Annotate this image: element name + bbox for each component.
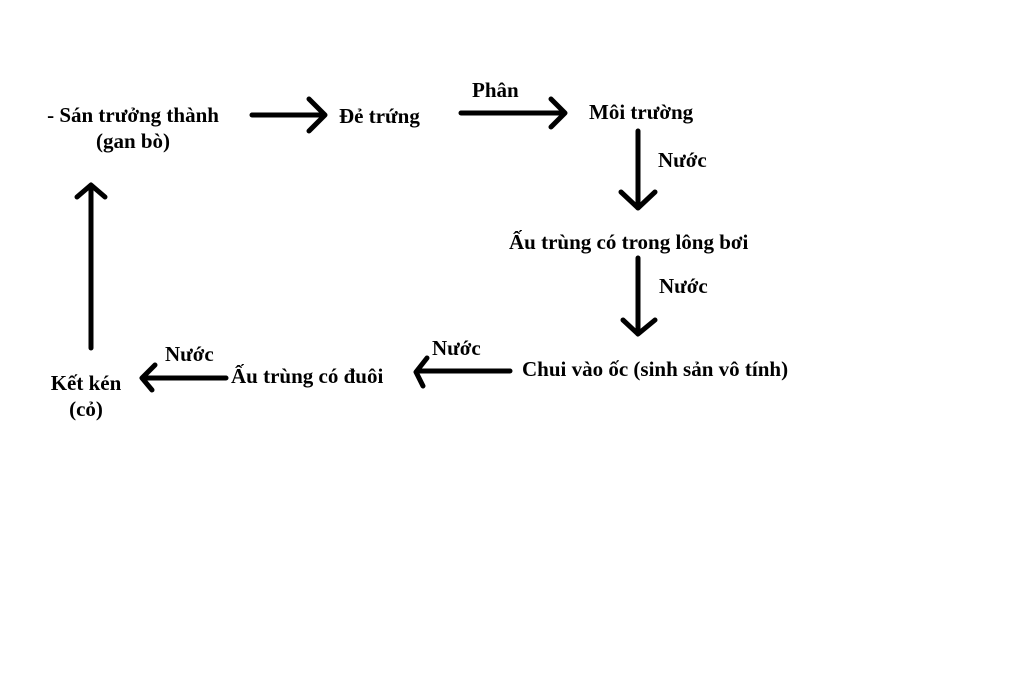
edge-label-miracidium-to-snail: Nước	[659, 274, 708, 298]
node-adult-fluke-line2: (gan bò)	[95, 129, 171, 153]
node-adult-fluke: - Sán trưởng thành (gan bò)	[47, 102, 219, 154]
edge-label-cercaria-to-cyst: Nước	[165, 342, 214, 366]
arrow-snail-to-cercaria	[413, 355, 513, 389]
edge-label-eggs-to-environment: Phân	[472, 78, 519, 102]
edge-label-snail-to-cercaria: Nước	[432, 336, 481, 360]
arrow-environment-to-miracidium	[618, 128, 658, 211]
node-cyst-line2: (cỏ)	[69, 397, 103, 421]
node-cercaria: Ấu trùng có đuôi	[231, 364, 384, 388]
node-eggs: Đẻ trứng	[339, 104, 420, 128]
arrow-adult-to-eggs	[249, 96, 328, 134]
arrow-miracidium-to-snail	[620, 255, 658, 337]
node-snail: Chui vào ốc (sinh sản vô tính)	[522, 357, 789, 381]
node-cyst-line1: Kết kén	[50, 371, 122, 395]
edge-label-environment-to-miracidium: Nước	[658, 148, 707, 172]
arrow-eggs-to-environment	[458, 96, 568, 130]
node-miracidium: Ấu trùng có trong lông bơi	[509, 230, 749, 254]
node-adult-fluke-line1: - Sán trưởng thành	[47, 103, 219, 127]
node-cyst: Kết kén (cỏ)	[51, 370, 122, 422]
arrow-cyst-to-adult	[74, 182, 108, 351]
node-environment: Môi trường	[589, 100, 694, 124]
arrow-cercaria-to-cyst	[139, 362, 229, 393]
